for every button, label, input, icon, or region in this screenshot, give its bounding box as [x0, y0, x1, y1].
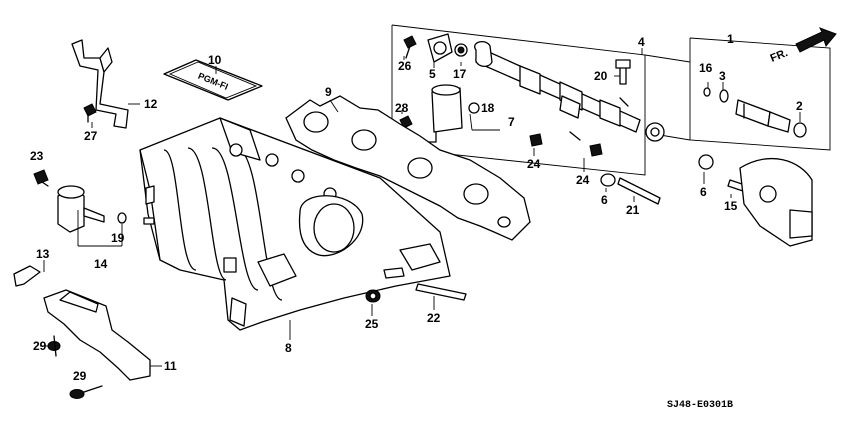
callout-22: 22 — [427, 311, 441, 325]
harness-bracket — [71, 39, 129, 129]
diagram-code: SJ48-E0301B — [667, 400, 733, 411]
callout-1: 1 — [727, 32, 734, 46]
emblem-cover: PGM-FI — [163, 59, 263, 101]
callout-29-upper: 29 — [33, 339, 47, 353]
callout-11: 11 — [164, 359, 177, 373]
intake-gasket — [285, 95, 531, 241]
callout-21: 21 — [626, 203, 640, 217]
callout-19: 19 — [111, 231, 125, 245]
manifold-studs — [365, 267, 467, 303]
callout-13: 13 — [36, 247, 50, 261]
callout-20: 20 — [594, 69, 608, 83]
direction-label: FR. — [769, 47, 790, 65]
callout-27: 27 — [84, 129, 98, 143]
injector-box — [659, 37, 831, 151]
leader-lines — [40, 38, 801, 367]
sensor — [33, 169, 127, 233]
callout-3: 3 — [719, 69, 726, 83]
fuel-rail-box — [391, 24, 691, 176]
callout-8: 8 — [285, 341, 292, 355]
callout-16: 16 — [699, 61, 713, 75]
callout-18: 18 — [481, 101, 495, 115]
callout-12: 12 — [144, 97, 158, 111]
manifold-stay — [13, 265, 151, 399]
pressure-regulator — [403, 33, 468, 63]
callout-29-lower: 29 — [73, 369, 87, 383]
callout-6-left: 6 — [601, 193, 608, 207]
intake-manifold — [139, 117, 451, 331]
callout-26: 26 — [398, 59, 412, 73]
callout-24-left: 24 — [527, 157, 541, 171]
front-direction-arrow: FR. — [769, 27, 837, 65]
callout-4: 4 — [638, 35, 645, 49]
callout-14: 14 — [94, 257, 108, 271]
callout-labels: 1 2 3 4 5 6 6 7 8 9 10 11 12 13 14 15 16… — [30, 32, 803, 383]
fuel-rail — [474, 40, 665, 142]
callout-6-right: 6 — [700, 185, 707, 199]
callout-5: 5 — [429, 67, 436, 81]
callout-24-right: 24 — [576, 173, 590, 187]
callout-23: 23 — [30, 149, 44, 163]
callout-17: 17 — [453, 67, 467, 81]
callout-15: 15 — [724, 199, 738, 213]
callout-28: 28 — [395, 101, 409, 115]
callout-9: 9 — [325, 85, 332, 99]
callout-7: 7 — [508, 115, 515, 129]
callout-10: 10 — [208, 53, 222, 67]
callout-2: 2 — [796, 99, 803, 113]
head-stub — [739, 158, 813, 247]
callout-25: 25 — [365, 317, 379, 331]
injector — [703, 87, 807, 138]
